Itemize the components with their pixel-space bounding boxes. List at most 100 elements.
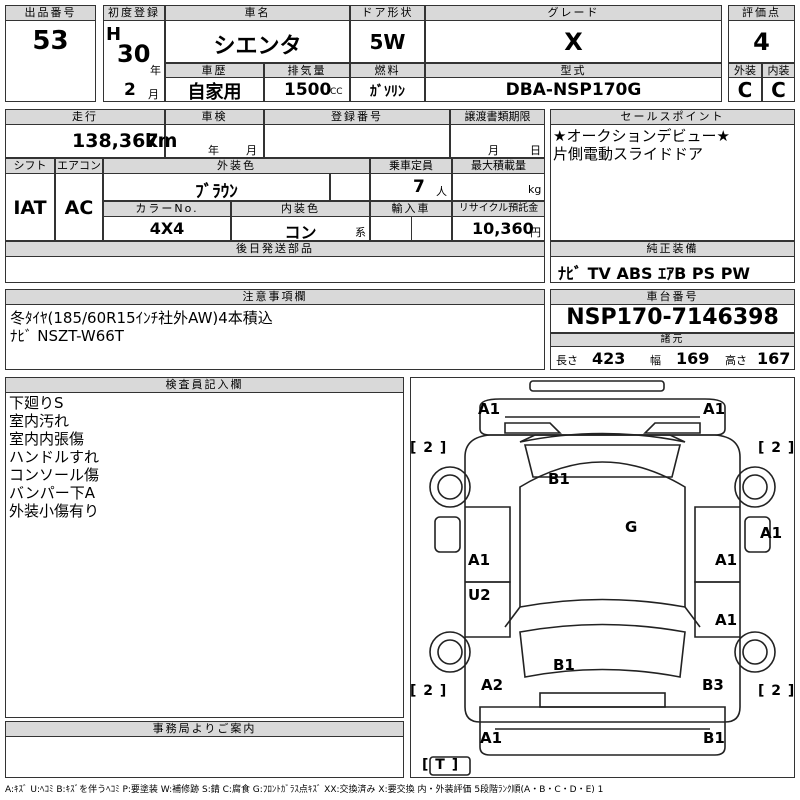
exterior-score-cell <box>728 77 762 102</box>
lot-number-cell <box>5 20 96 102</box>
era-letter: H <box>106 24 122 45</box>
inspector-note: 室内内張傷 <box>9 430 85 448</box>
mark-rear-right: B3 <box>702 676 724 694</box>
car-diagram <box>429 380 776 776</box>
mark-spare-tire: [ T ] <box>422 757 460 773</box>
score-value: 4 <box>753 28 770 56</box>
capacity-cell <box>370 173 452 201</box>
notes-label: 注意事項欄 <box>5 289 545 305</box>
width-value: 169 <box>676 349 710 368</box>
inspector-note: 室内汚れ <box>9 412 70 430</box>
transfer-deadline-label: 譲渡書類期限 <box>450 109 545 125</box>
door-type-value: 5W <box>369 30 406 54</box>
recycle-unit: 円 <box>530 226 541 239</box>
exterior-score-label: 外装 <box>728 63 762 78</box>
chassis-number-label: 車台番号 <box>550 289 795 305</box>
office-info-label: 事務局よりご案内 <box>5 721 404 737</box>
month-unit: 月 <box>148 88 159 101</box>
fuel-value: ｶﾞｿﾘﾝ <box>370 84 405 100</box>
history-value: 自家用 <box>187 82 242 103</box>
aircon-label: エアコン <box>55 158 103 174</box>
door-type-label: ドア形状 <box>350 5 425 21</box>
shift-cell <box>5 173 55 241</box>
mileage-unit: km <box>145 130 178 152</box>
sales-point-line: 片側電動スライドドア <box>553 145 704 163</box>
door-type-cell <box>350 20 425 63</box>
sales-point-line: ★オークションデビュー★ <box>553 127 730 145</box>
grade-label: グレード <box>425 5 722 21</box>
color-number-value: 4X4 <box>149 219 185 238</box>
fuel-cell <box>350 77 425 102</box>
capacity-unit: 人 <box>436 185 447 198</box>
inspector-notes-cell <box>5 392 404 718</box>
interior-color-value: コン <box>284 223 317 242</box>
car-diagram-frame <box>410 377 795 778</box>
max-load-label: 最大積載量 <box>452 158 545 174</box>
color-number-cell <box>103 216 231 241</box>
height-value: 167 <box>757 349 791 368</box>
mark-front-right: A1 <box>703 400 726 418</box>
notes-cell <box>5 304 545 370</box>
length-value: 423 <box>592 349 626 368</box>
mileage-value: 138,367 <box>72 130 159 152</box>
car-name-label: 車名 <box>165 5 350 21</box>
history-label: 車歴 <box>165 63 264 78</box>
history-cell <box>165 77 264 102</box>
inspector-note: 外装小傷有り <box>9 502 100 520</box>
shift-value: IAT <box>13 197 47 219</box>
recycle-value: 10,360 <box>472 219 534 238</box>
inspection-cell <box>165 124 264 158</box>
car-name-cell <box>165 20 350 63</box>
exterior-color-label: 外装色 <box>103 158 370 174</box>
capacity-value: 7 <box>413 177 425 197</box>
height-label: 高さ <box>725 354 747 367</box>
interior-color-unit: 系 <box>355 226 366 239</box>
inspector-note: ハンドルすれ <box>9 448 100 466</box>
registration-month: 2 <box>124 80 136 100</box>
sales-point-cell <box>550 124 795 241</box>
mark-side-right-top: A1 <box>760 524 783 542</box>
office-info-cell <box>5 736 404 778</box>
mark-tire-front-left: [ 2 ] <box>410 440 448 456</box>
capacity-label: 乗車定員 <box>370 158 452 174</box>
displacement-unit: CC <box>330 87 343 97</box>
inspector-notes-lines: 下廻りS 室内汚れ 室内内張傷 ハンドルすれ コンソール傷 バンパー下A 外装小… <box>9 394 99 520</box>
width-label: 幅 <box>650 354 661 367</box>
mark-roof: B1 <box>548 470 570 488</box>
specs-label: 諸元 <box>550 333 795 347</box>
inspector-note: コンソール傷 <box>9 466 100 484</box>
aircon-value: AC <box>64 197 94 219</box>
mark-rear-left: A2 <box>481 676 504 694</box>
max-load-unit: kg <box>528 183 542 196</box>
transfer-deadline-cell <box>450 124 545 158</box>
length-label: 長さ <box>556 354 578 367</box>
year-unit: 年 <box>150 64 161 77</box>
notes-lines: 冬ﾀｲﾔ(185/60R15ｲﾝﾁ社外AW)4本積込 ﾅﾋﾞ NSZT-W66T <box>10 309 273 345</box>
mark-rear-panel: B1 <box>553 656 575 674</box>
recycle-label: リサイクル預託金 <box>452 201 545 217</box>
registration-number-label: 登録番号 <box>264 109 450 125</box>
model-cell <box>425 77 722 102</box>
first-registration-label: 初度登録 <box>103 5 165 21</box>
max-load-cell <box>452 173 545 201</box>
genuine-equipment-cell <box>550 256 795 283</box>
grade-value: X <box>564 28 583 56</box>
car-name-value: シエンタ <box>213 34 302 59</box>
genuine-equipment-value: ﾅﾋﾞ TV ABS ｴｱB PS PW <box>558 264 751 283</box>
mark-tire-rear-right: [ 2 ] <box>758 683 796 699</box>
inspection-label: 車検 <box>165 109 264 125</box>
transfer-day-unit: 日 <box>530 144 541 157</box>
chassis-number-cell <box>550 304 795 333</box>
score-cell <box>728 20 795 63</box>
mark-tire-front-right: [ 2 ] <box>758 440 796 456</box>
import-divider <box>411 216 412 241</box>
mileage-label: 走行 <box>5 109 165 125</box>
legend-text: A:ｷｽﾞ U:ﾍｺﾐ B:ｷｽﾞを伴うﾍｺﾐ P:要塗装 W:補修跡 S:錆 … <box>5 785 604 795</box>
fuel-label: 燃料 <box>350 63 425 78</box>
displacement-label: 排気量 <box>264 63 350 78</box>
score-label: 評価点 <box>728 5 795 21</box>
interior-score-cell <box>762 77 795 102</box>
first-registration-cell <box>103 20 165 102</box>
interior-color-cell <box>231 216 370 241</box>
genuine-equipment-label: 純正装備 <box>550 241 795 257</box>
